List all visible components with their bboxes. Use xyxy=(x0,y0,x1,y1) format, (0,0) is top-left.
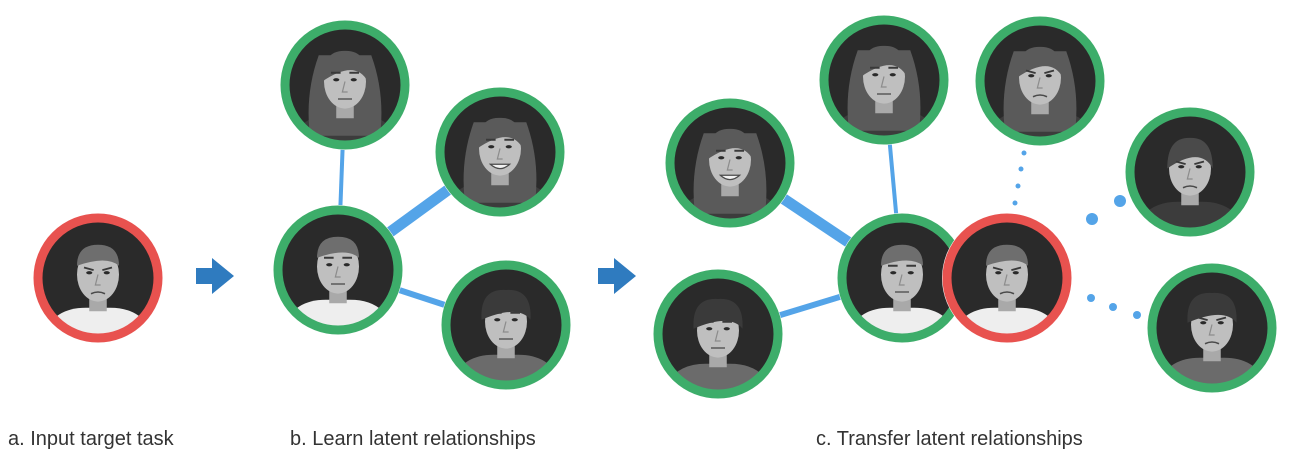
dotted-edge-c-top-right-dot-4 xyxy=(1021,150,1027,156)
source-ring xyxy=(273,205,403,335)
target-face-a xyxy=(33,213,163,343)
far-right-face-c xyxy=(1125,107,1255,237)
dotted-edge-c-top-right-dot-1 xyxy=(1012,200,1018,206)
caption-transfer-latent-relationships: c. Transfer latent relationships xyxy=(816,428,1083,450)
lower-right-face-b xyxy=(441,260,571,390)
dotted-edge-c-top-right-dot-3 xyxy=(1018,166,1024,172)
source-ring xyxy=(1125,107,1255,237)
face-portrait xyxy=(846,222,958,334)
target-ring xyxy=(33,213,163,343)
dotted-edge-c-lower-far-right-dot-2 xyxy=(1109,303,1117,311)
source-ring xyxy=(435,87,565,217)
face-portrait xyxy=(1134,116,1246,228)
face-portrait xyxy=(828,24,940,136)
source-ring xyxy=(280,20,410,150)
dotted-edge-c-top-right xyxy=(1012,150,1027,206)
lower-left-face-c xyxy=(653,269,783,399)
lower-far-right-face-c xyxy=(1147,263,1277,393)
target-ring xyxy=(942,213,1072,343)
face-portrait xyxy=(1156,272,1268,384)
target-face-c xyxy=(942,213,1072,343)
top-right-face-c xyxy=(975,16,1105,146)
face-portrait xyxy=(662,278,774,390)
source-ring xyxy=(1147,263,1277,393)
source-ring xyxy=(653,269,783,399)
face-portrait xyxy=(42,222,154,334)
source-ring xyxy=(819,15,949,145)
faces-layer xyxy=(33,15,1277,399)
caption-input-target-task: a. Input target task xyxy=(8,428,174,450)
center-face-b xyxy=(273,205,403,335)
dotted-edge-c-far-right xyxy=(1086,195,1126,225)
top-face-c xyxy=(819,15,949,145)
face-portrait xyxy=(282,214,394,326)
face-portrait xyxy=(450,269,562,381)
arrow-a-to-b xyxy=(196,258,234,294)
arrow-b-to-c xyxy=(598,258,636,294)
face-portrait xyxy=(444,96,556,208)
dotted-edge-c-far-right-dot-2 xyxy=(1114,195,1126,207)
caption-learn-latent-relationships: b. Learn latent relationships xyxy=(290,428,536,450)
face-portrait xyxy=(674,107,786,219)
center-face-c xyxy=(837,213,967,343)
top-face-b xyxy=(280,20,410,150)
dotted-edge-c-top-right-dot-2 xyxy=(1015,183,1021,189)
face-portrait xyxy=(984,25,1096,137)
dotted-edge-c-far-right-dot-1 xyxy=(1086,213,1098,225)
face-portrait xyxy=(289,29,401,141)
dotted-edge-c-lower-far-right-dot-3 xyxy=(1133,311,1141,319)
source-ring xyxy=(441,260,571,390)
face-portrait xyxy=(951,222,1063,334)
source-ring xyxy=(975,16,1105,146)
dotted-edge-c-lower-far-right-dot-1 xyxy=(1087,294,1095,302)
source-ring xyxy=(665,98,795,228)
arrows-layer xyxy=(196,258,636,294)
upper-right-face-b xyxy=(435,87,565,217)
left-face-c xyxy=(665,98,795,228)
dotted-edge-c-lower-far-right xyxy=(1087,294,1141,319)
